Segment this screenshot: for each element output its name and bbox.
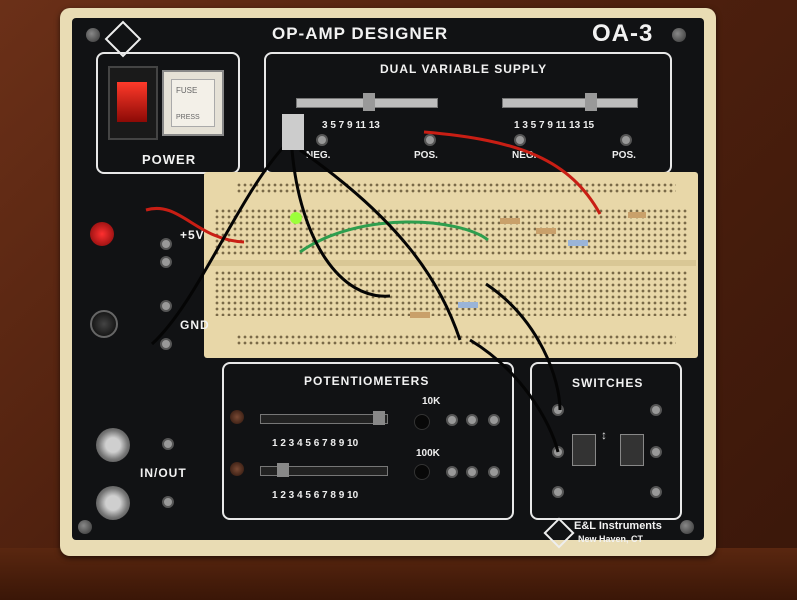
- pot-100k-slider[interactable]: [260, 463, 388, 477]
- pot2-jack-a[interactable]: [446, 466, 458, 478]
- resistor: [458, 302, 478, 308]
- switch-jack[interactable]: [552, 486, 564, 498]
- toggle-switch-1[interactable]: [572, 434, 596, 466]
- fuse-press-label: PRESS: [176, 114, 200, 121]
- plus5v-jack-2[interactable]: [160, 256, 172, 268]
- center-channel: [206, 260, 696, 266]
- fuse-holder[interactable]: FUSE PRESS: [162, 70, 224, 136]
- plus5v-binding-post[interactable]: [90, 222, 114, 246]
- bnc1-jack[interactable]: [162, 438, 174, 450]
- led-green: [290, 212, 302, 224]
- brand-location: New Haven, CT: [578, 534, 644, 544]
- pot2-jack-b[interactable]: [466, 466, 478, 478]
- neg-label-right: NEG.: [512, 150, 537, 161]
- inout-label: IN/OUT: [140, 466, 187, 480]
- switches-section: [530, 362, 682, 520]
- pot1-jack-c[interactable]: [488, 414, 500, 426]
- switch-jack[interactable]: [650, 446, 662, 458]
- pot-scale-1: 1 2 3 4 5 6 7 8 9 10: [272, 438, 359, 449]
- supply-title: DUAL VARIABLE SUPPLY: [380, 62, 548, 76]
- switch-jack[interactable]: [650, 486, 662, 498]
- power-label: POWER: [142, 152, 197, 167]
- neg-terminal[interactable]: [316, 134, 328, 146]
- plus5v-label: +5V: [180, 228, 205, 242]
- pot-scale-2: 1 2 3 4 5 6 7 8 9 10: [272, 490, 359, 501]
- fuse-label: FUSE: [176, 86, 198, 95]
- resistor: [628, 212, 646, 218]
- op-amp-connector: [282, 114, 304, 150]
- corner-screw: [680, 520, 694, 534]
- terminal-strip-lower[interactable]: [214, 270, 688, 316]
- pot1-jack-b[interactable]: [466, 414, 478, 426]
- supply-scale-left: 3 5 7 9 11 13: [322, 120, 380, 131]
- panel-title: OP-AMP DESIGNER: [272, 24, 449, 43]
- gnd-label: GND: [180, 318, 210, 332]
- brand-name: E&L Instruments: [574, 520, 662, 532]
- power-section: [96, 52, 240, 174]
- switches-title: SWITCHES: [572, 376, 644, 390]
- black-wire-gnd[interactable]: [150, 138, 292, 346]
- table-edge: [0, 548, 797, 600]
- black-wire-4[interactable]: [469, 338, 560, 453]
- resistor: [500, 218, 520, 224]
- resistor: [536, 228, 556, 234]
- pots-title: POTENTIOMETERS: [304, 374, 430, 388]
- supply-scale-right: 1 3 5 7 9 11 13 15: [514, 120, 595, 131]
- corner-screw: [86, 28, 100, 42]
- neg-label: NEG.: [306, 150, 331, 161]
- red-wire-5v[interactable]: [145, 206, 245, 244]
- gnd-binding-post[interactable]: [90, 310, 118, 338]
- pot2-knob[interactable]: [414, 464, 430, 480]
- model-label: OA-3: [592, 20, 654, 47]
- switch-jack[interactable]: [650, 404, 662, 416]
- diode: [568, 240, 588, 246]
- corner-screw: [672, 28, 686, 42]
- bus-strip-bottom[interactable]: [236, 334, 676, 346]
- pot-screw: [230, 410, 244, 424]
- pot1-jack-a[interactable]: [446, 414, 458, 426]
- green-wire[interactable]: [299, 220, 489, 254]
- potentiometers-section: [222, 362, 514, 520]
- pot-10k-slider[interactable]: [260, 411, 388, 425]
- pos-terminal-right[interactable]: [620, 134, 632, 146]
- pot1-knob[interactable]: [414, 414, 430, 430]
- pot-screw: [230, 462, 244, 476]
- plus5v-jack[interactable]: [160, 238, 172, 250]
- toggle-switch-2[interactable]: [620, 434, 644, 466]
- pot2-jack-c[interactable]: [488, 466, 500, 478]
- pos-label-right: POS.: [612, 150, 636, 161]
- pot2-value: 100K: [416, 448, 440, 459]
- positive-supply-slider[interactable]: [502, 93, 638, 111]
- power-rocker[interactable]: [117, 82, 147, 122]
- red-wire[interactable]: [423, 130, 602, 215]
- resistor: [410, 312, 430, 318]
- bnc2-jack[interactable]: [162, 496, 174, 508]
- corner-screw: [78, 520, 92, 534]
- black-wire-2[interactable]: [299, 148, 462, 341]
- black-wire-1[interactable]: [290, 149, 391, 298]
- up-arrow-icon: ↕: [601, 428, 607, 442]
- neg-terminal-right[interactable]: [514, 134, 526, 146]
- power-switch[interactable]: [108, 66, 158, 140]
- pos-label: POS.: [414, 150, 438, 161]
- gnd-jack-2[interactable]: [160, 338, 172, 350]
- gnd-jack[interactable]: [160, 300, 172, 312]
- bnc-connector-1[interactable]: [96, 428, 130, 462]
- negative-supply-slider[interactable]: [296, 93, 438, 111]
- pos-terminal[interactable]: [424, 134, 436, 146]
- pot1-value: 10K: [422, 396, 441, 407]
- black-wire-3[interactable]: [485, 282, 562, 411]
- bnc-connector-2[interactable]: [96, 486, 130, 520]
